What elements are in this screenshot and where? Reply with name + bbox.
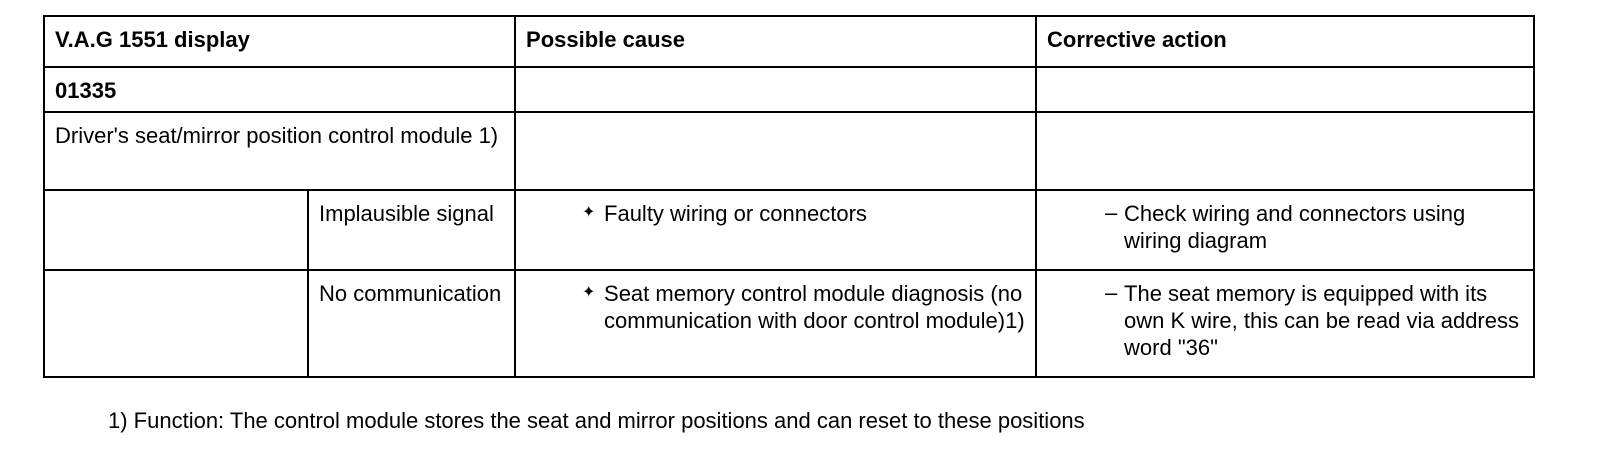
empty-cell [43, 269, 309, 378]
cause-cell: ✦ Seat memory control module diagnosis (… [514, 269, 1038, 378]
symptom-cell: Implausible signal [306, 189, 517, 271]
cause-text: Seat memory control module diagnosis (no… [604, 281, 1025, 333]
fault-code: 01335 [42, 66, 517, 113]
header-display: V.A.G 1551 display [42, 15, 517, 68]
table-row: Implausible signal ✦ Faulty wiring or co… [43, 189, 1536, 271]
code-row: 01335 [42, 66, 1536, 113]
fault-table: V.A.G 1551 display Possible cause Correc… [42, 15, 1536, 378]
bullet-icon: ✦ [582, 284, 596, 301]
action-cell: – The seat memory is equipped with its o… [1035, 269, 1536, 378]
action-cell: – Check wiring and connectors using wiri… [1035, 189, 1536, 271]
empty-cell [43, 189, 309, 271]
cause-cell: ✦ Faulty wiring or connectors [514, 189, 1038, 271]
table-row: No communication ✦ Seat memory control m… [43, 269, 1536, 378]
dash-icon: – [1105, 280, 1118, 305]
header-action: Corrective action [1035, 15, 1536, 68]
footnote: 1) Function: The control module stores t… [108, 408, 1085, 433]
header-cause: Possible cause [514, 15, 1038, 68]
empty-cell [1035, 66, 1536, 113]
header-row: V.A.G 1551 display Possible cause Correc… [42, 15, 1536, 68]
action-text: The seat memory is equipped with its own… [1124, 281, 1519, 360]
action-text: Check wiring and connectors using wiring… [1124, 201, 1466, 253]
bullet-icon: ✦ [582, 204, 596, 221]
fault-description: Driver's seat/mirror position control mo… [42, 111, 517, 191]
cause-text: Faulty wiring or connectors [604, 201, 867, 226]
dash-icon: – [1105, 200, 1118, 225]
empty-cell [1035, 111, 1536, 191]
empty-cell [514, 111, 1038, 191]
description-row: Driver's seat/mirror position control mo… [42, 111, 1536, 191]
symptom-cell: No communication [306, 269, 517, 378]
empty-cell [514, 66, 1038, 113]
